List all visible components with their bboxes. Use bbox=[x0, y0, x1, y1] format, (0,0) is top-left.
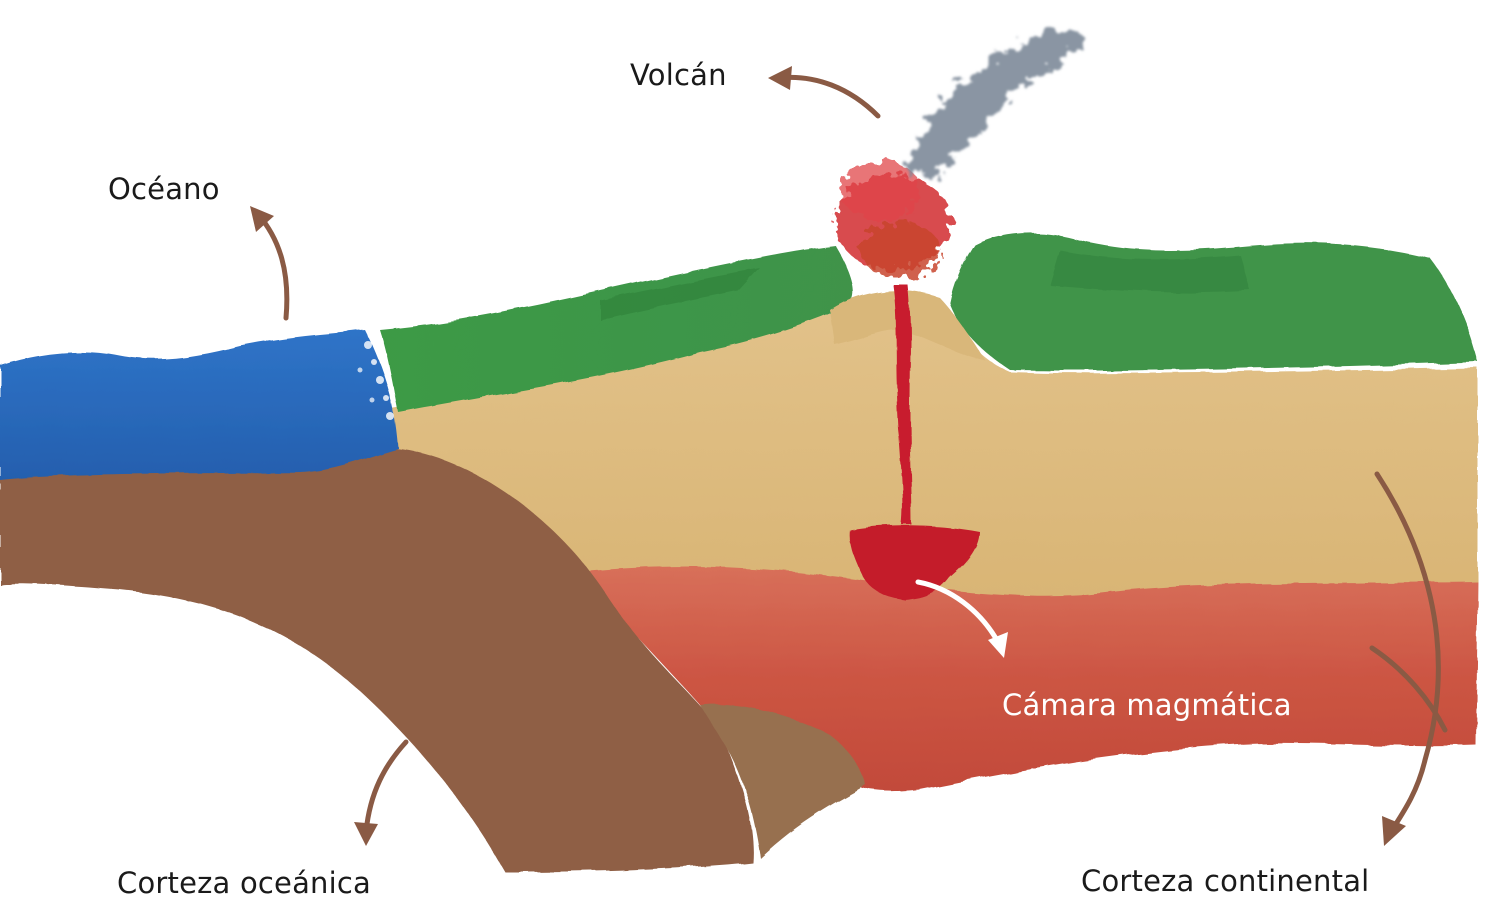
volcano-label: Volcán bbox=[630, 58, 727, 92]
vegetation-right bbox=[950, 233, 1478, 371]
magma-chamber-label: Cámara magmática bbox=[1002, 688, 1292, 722]
continental-crust-label: Corteza continental bbox=[1081, 864, 1369, 898]
eruption-lava bbox=[835, 160, 951, 278]
ocean-water bbox=[0, 330, 398, 480]
volcano-arrow bbox=[778, 77, 878, 116]
oceanic-crust-label: Corteza oceánica bbox=[117, 866, 371, 900]
volcanic-smoke bbox=[905, 28, 1086, 175]
oceanic-crust-arrow bbox=[366, 742, 406, 832]
ocean-label: Océano bbox=[108, 172, 220, 206]
ocean-arrow bbox=[258, 214, 287, 318]
